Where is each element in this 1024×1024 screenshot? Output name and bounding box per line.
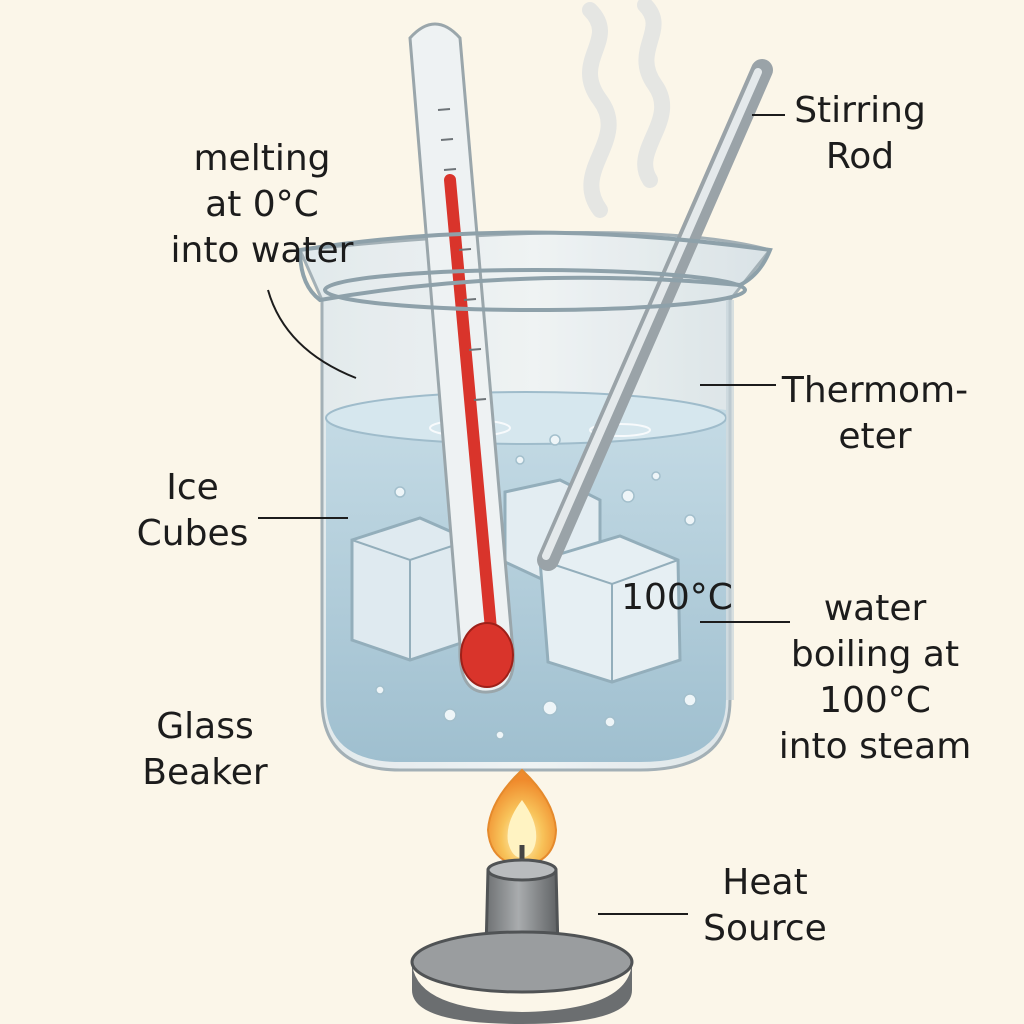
burner: [410, 845, 634, 1024]
label-melting-line1: melting: [193, 138, 331, 179]
stirring-rod: [537, 59, 773, 571]
label-boiling-line4: into steam: [778, 726, 972, 767]
label-stirring-rod-line2: Rod: [825, 136, 895, 177]
bubbles: [375, 434, 697, 740]
label-thermometer-line2: eter: [838, 416, 912, 457]
label-boiling-line2: boiling at: [790, 634, 960, 675]
ice-cube-right: [538, 534, 682, 684]
steam-wisps: [582, 0, 670, 218]
label-stirring-rod: Stirring Rod: [780, 88, 940, 180]
thermometer-bulb: [460, 622, 514, 688]
label-boiling-line3: 100°C: [819, 680, 931, 721]
label-melting: melting at 0°C into water: [162, 136, 362, 274]
label-glass-beaker-line2: Beaker: [142, 752, 268, 793]
ice-cube-left: [350, 516, 472, 662]
label-heat-source-line1: Heat: [722, 862, 808, 903]
label-ice-cubes: Ice Cubes: [120, 465, 265, 557]
water-surface: [325, 391, 727, 445]
label-ice-cubes-line1: Ice: [166, 467, 219, 508]
label-boiling: water boiling at 100°C into steam: [770, 586, 980, 770]
label-stirring-rod-line1: Stirring: [794, 90, 926, 131]
burner-base: [410, 930, 634, 994]
label-thermometer-line1: Thermom-: [781, 370, 969, 411]
label-temp-reading: 100°C: [621, 577, 733, 618]
leader-melting: [267, 289, 357, 379]
label-glass-beaker-line1: Glass: [156, 706, 254, 747]
label-boiling-line1: water: [823, 588, 927, 629]
leader-lines: [258, 114, 790, 915]
label-heat-source: Heat Source: [690, 860, 840, 952]
thermometer: [408, 22, 516, 694]
label-glass-beaker: Glass Beaker: [130, 704, 280, 796]
flame: [486, 768, 558, 868]
label-melting-line2: at 0°C: [205, 184, 319, 225]
label-melting-line3: into water: [170, 230, 354, 271]
label-heat-source-line2: Source: [703, 908, 827, 949]
label-ice-cubes-line2: Cubes: [136, 513, 249, 554]
label-thermometer: Thermom- eter: [770, 368, 980, 460]
